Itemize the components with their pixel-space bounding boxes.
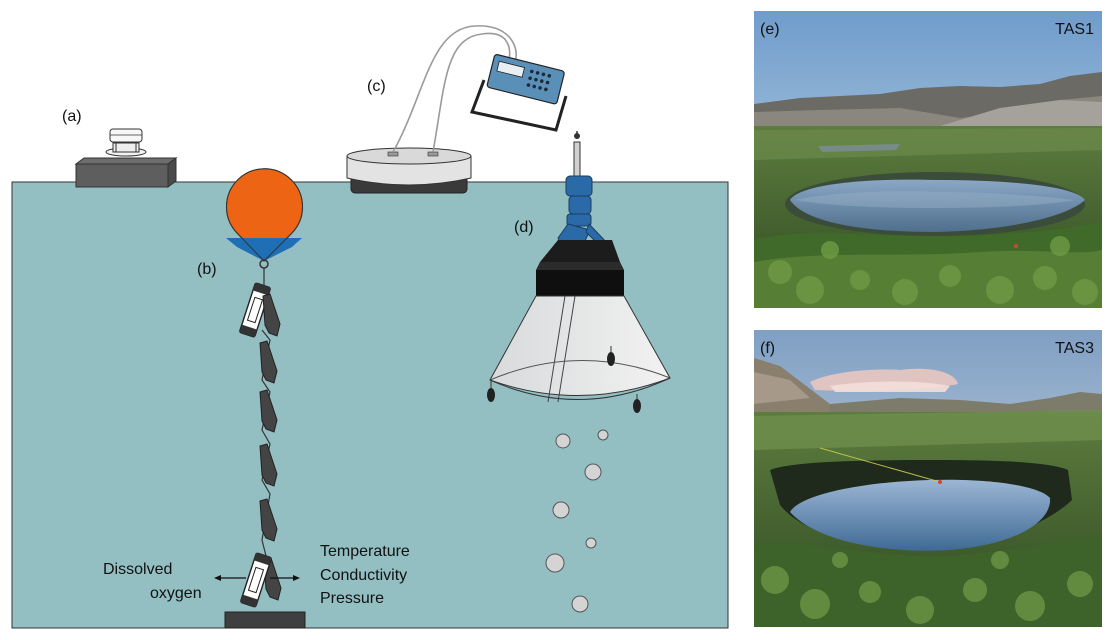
- label-temperature: Temperature: [320, 543, 410, 560]
- sensor-arrows: [214, 575, 300, 581]
- panel-label-a: (a): [62, 108, 82, 125]
- panel-label-b: (b): [197, 261, 217, 278]
- panel-label-e: (e): [760, 21, 780, 38]
- label-dissolved: Dissolved: [103, 561, 172, 578]
- anchor-weight: [224, 611, 306, 629]
- bubble-trap: [487, 131, 671, 413]
- label-conductivity: Conductivity: [320, 567, 407, 584]
- label-pressure: Pressure: [320, 590, 384, 607]
- site-label-tas3-text: TAS3: [1055, 340, 1094, 357]
- photo-tas3: [754, 330, 1102, 627]
- site-label-tas1: TAS1: [1055, 21, 1094, 38]
- gas-analyzer: [469, 54, 568, 132]
- floating-chamber: [346, 147, 472, 194]
- panel-label-c: (c): [367, 78, 386, 95]
- gas-bubbles: [545, 429, 609, 613]
- panel-label-d: (d): [514, 219, 534, 236]
- buoy: [226, 168, 303, 269]
- label-oxygen: oxygen: [150, 585, 202, 602]
- gas-tubes: [392, 25, 517, 153]
- weather-station: [74, 128, 178, 188]
- panel-label-f: (f): [760, 340, 775, 357]
- bottom-logger: [240, 552, 272, 608]
- photo-tas1: [754, 11, 1102, 308]
